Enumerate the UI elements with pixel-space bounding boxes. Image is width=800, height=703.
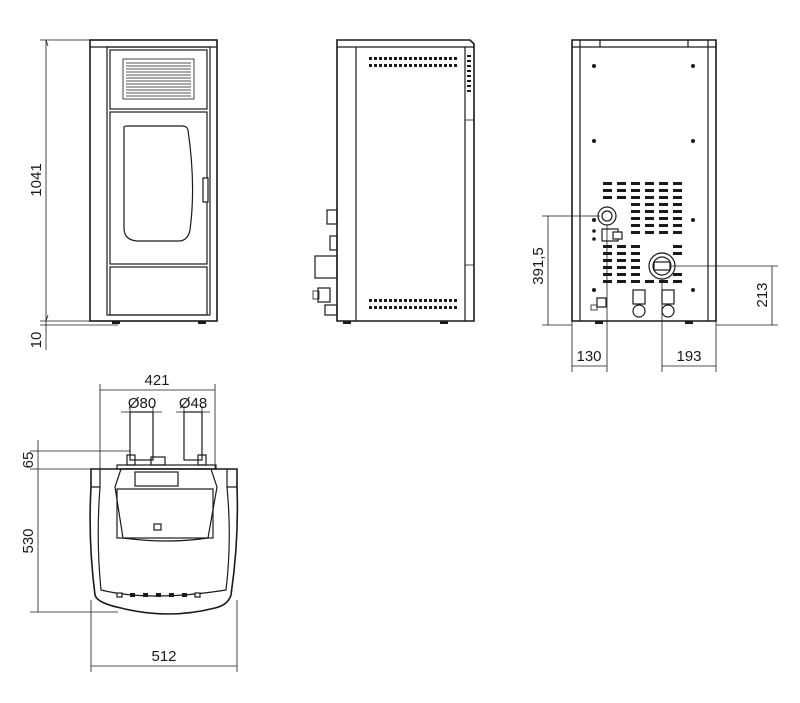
rear-view: 391,5 213 130 193 <box>530 39 778 372</box>
dim-rear-outlet-offset: 130 <box>576 348 601 365</box>
top-control-buttons <box>116 592 201 598</box>
dim-top-width: 512 <box>151 648 176 665</box>
top-view: 421 Ø80 Ø48 65 530 512 <box>20 372 239 672</box>
dim-air-diameter: Ø48 <box>179 395 207 412</box>
dim-top-depth-overall: 421 <box>144 372 169 389</box>
side-rear-connectors <box>312 209 338 316</box>
dim-front-feet: 10 <box>28 332 45 349</box>
side-view <box>312 39 475 324</box>
side-vent-bottom <box>369 299 457 309</box>
dim-rear-inlet-height: 213 <box>754 282 771 307</box>
rear-body <box>571 39 717 322</box>
front-view: 1041 10 <box>28 39 218 350</box>
side-vent-top <box>369 57 457 67</box>
front-body <box>89 39 218 322</box>
rear-flue-outlet <box>597 206 617 226</box>
top-air-pipe <box>183 411 203 461</box>
top-flue-pipe <box>129 411 154 461</box>
dim-front-height: 1041 <box>28 163 45 196</box>
top-body <box>89 468 239 615</box>
dim-flue-diameter: Ø80 <box>128 395 156 412</box>
rear-grille <box>603 182 682 283</box>
front-grille <box>122 58 195 100</box>
front-door-glass <box>123 125 194 242</box>
door-handle <box>202 177 209 203</box>
dim-rear-outlet-height: 391,5 <box>530 247 547 285</box>
dim-top-pipe-projection: 65 <box>20 452 37 469</box>
dim-rear-inlet-offset: 193 <box>676 348 701 365</box>
dim-top-body-depth: 530 <box>20 528 37 553</box>
side-body <box>336 39 475 322</box>
